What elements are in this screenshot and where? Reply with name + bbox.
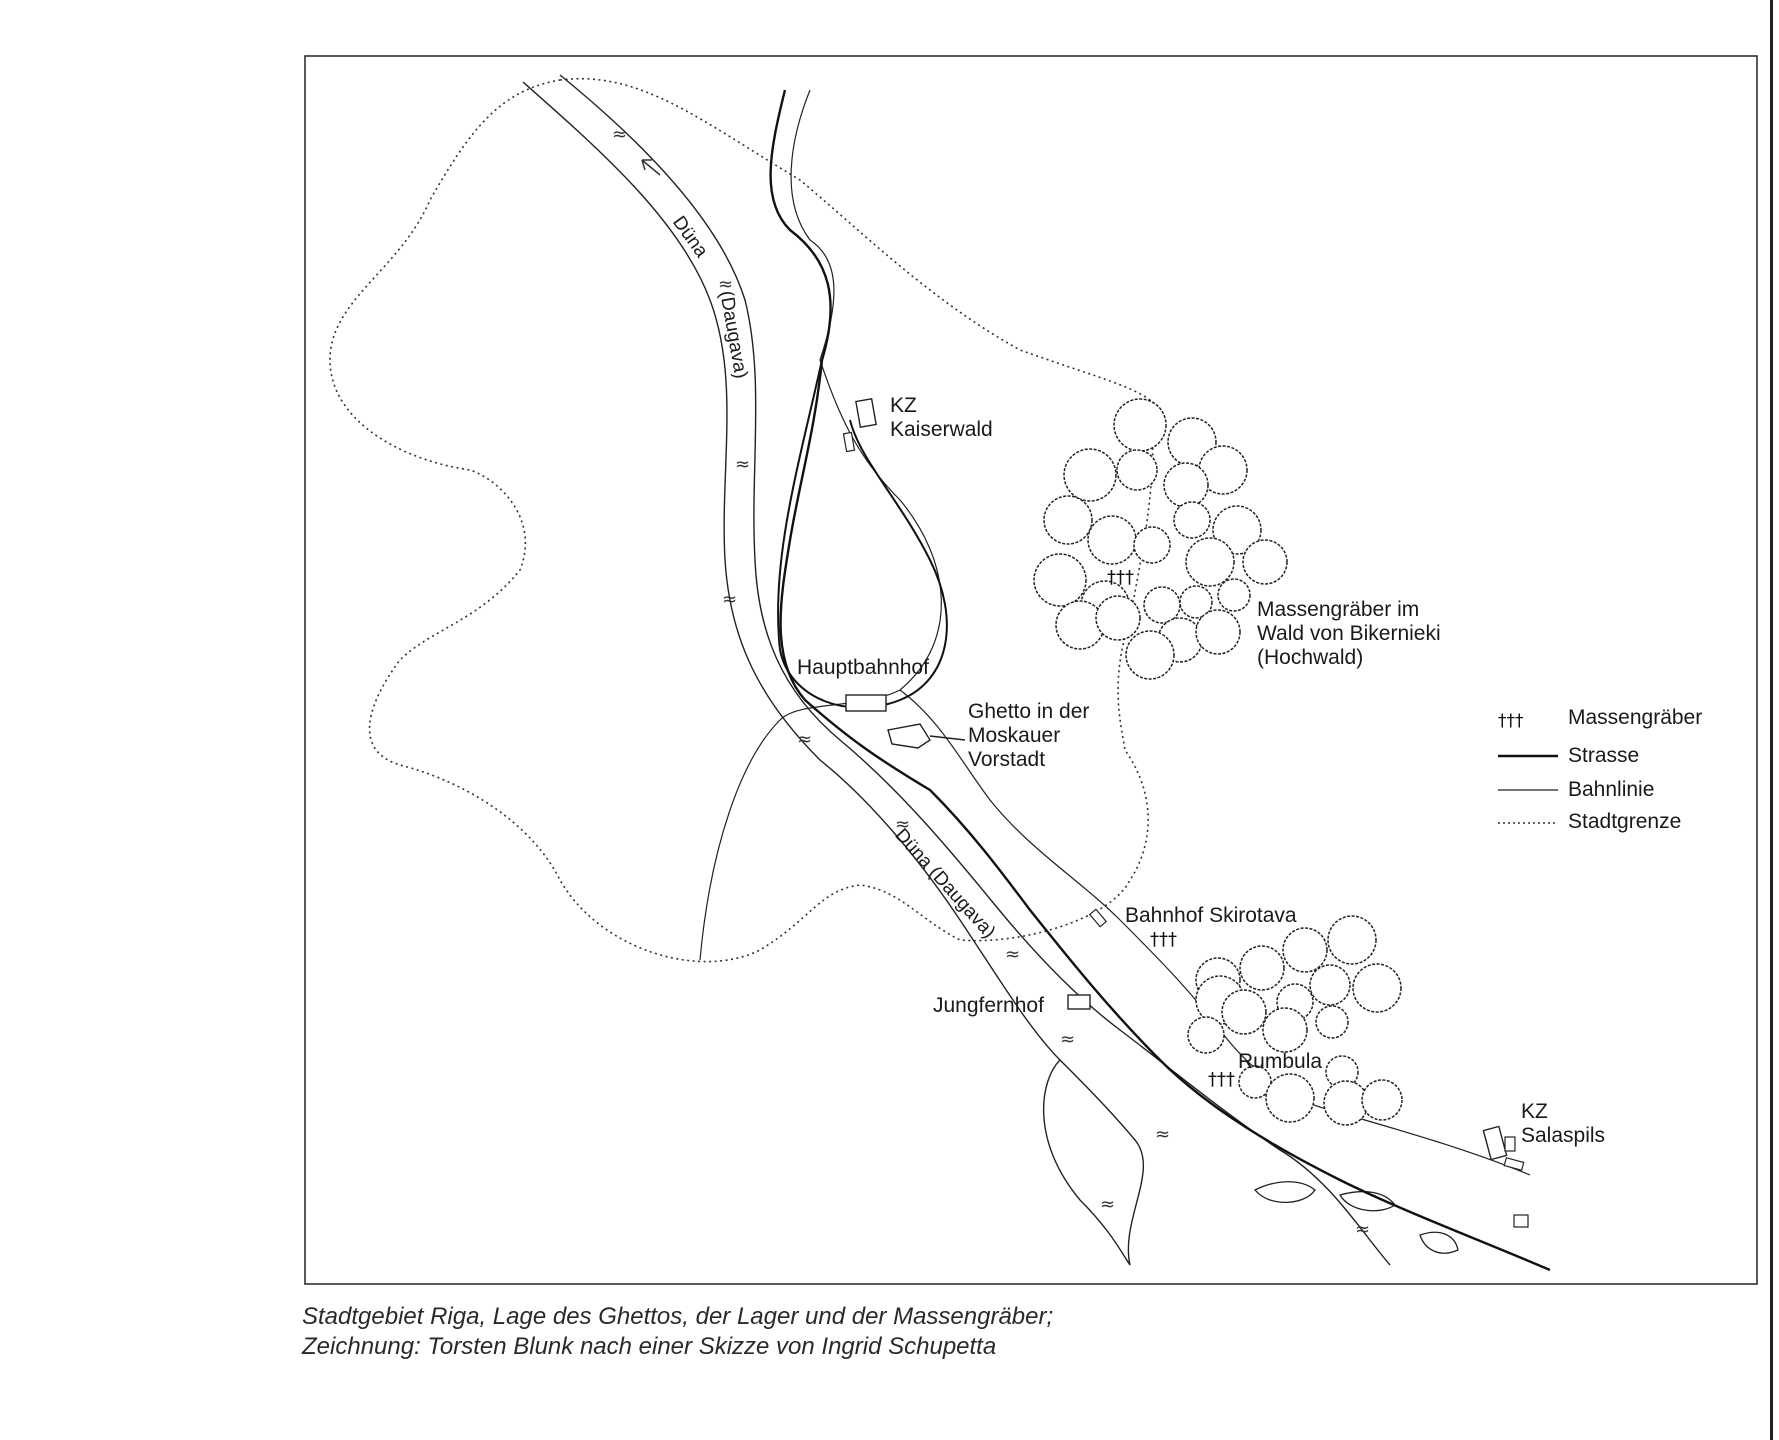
ghetto-leader-line [929,735,966,741]
page-edge [1770,0,1773,1440]
wave-icon: ≈ ≈ ≈ ≈ ≈ ≈ ≈ ≈ ≈ ≈ ≈ [612,124,1370,1240]
kz-salaspils-label-2: Salaspils [1521,1124,1605,1147]
svg-text:≈: ≈ [1005,944,1020,965]
station-marker [1088,908,1108,928]
bikernieki-label-2: Wald von Bikernieki [1257,622,1441,645]
svg-text:≈: ≈ [1355,1219,1370,1240]
svg-text:≈: ≈ [1060,1029,1075,1050]
map-figure: ≈ ≈ ≈ ≈ ≈ ≈ ≈ ≈ ≈ ≈ ≈ [304,55,1758,1285]
svg-text:†††: ††† [1150,929,1177,950]
kz-salaspils-building-south [1513,1214,1529,1228]
legend-mass-grave-icon: ††† [1498,711,1524,731]
map-legend: ††† Massengräber Strasse Bahnlinie Stadt… [1498,706,1702,833]
svg-text:≈: ≈ [722,589,737,610]
skirotava-label: Bahnhof Skirotava [1125,904,1297,927]
flow-arrow-icon [641,159,661,176]
kz-kaiserwald-building [855,397,877,429]
road-line [769,89,1551,1272]
station-marker [842,431,856,453]
station-marker [1503,1157,1525,1171]
legend-city-limit: Stadtgrenze [1568,810,1681,833]
map-canvas: ≈ ≈ ≈ ≈ ≈ ≈ ≈ ≈ ≈ ≈ ≈ [304,55,1758,1285]
railway-line [699,89,942,961]
svg-text:†††: ††† [1107,567,1134,588]
legend-mass-graves: Massengräber [1568,706,1702,729]
kz-kaiserwald-label-2: Kaiserwald [890,418,993,441]
tree-crown-icon [1187,915,1403,1126]
svg-text:≈: ≈ [1100,1194,1115,1215]
figure-caption: Stadtgebiet Riga, Lage des Ghettos, der … [302,1302,1602,1362]
svg-text:≈: ≈ [735,454,750,475]
cross-cluster-icon: ††† ††† ††† [1107,567,1235,1090]
jungfernhof-label: Jungfernhof [933,994,1044,1017]
bikernieki-label-1: Massengräber im [1257,598,1419,621]
bikernieki-label-3: (Hochwald) [1257,646,1363,669]
river-label-upper: Düna [668,212,712,261]
river-bank-west [522,81,1145,1266]
ghetto-label-3: Vorstadt [968,748,1045,771]
legend-road: Strasse [1568,744,1639,767]
map-border [304,55,1758,1285]
svg-text:≈: ≈ [797,729,812,750]
legend-railway: Bahnlinie [1568,778,1654,801]
river-label-lower: Düna (Daugava) [891,825,1000,943]
svg-text:≈: ≈ [895,814,910,835]
tree-crown-icon [1033,398,1288,680]
hauptbahnhof-building [845,694,887,712]
hauptbahnhof-label: Hauptbahnhof [797,656,929,679]
kz-salaspils-building-small [1504,1136,1516,1152]
river-island-1 [1253,1181,1316,1203]
kz-salaspils-building [1482,1125,1508,1161]
station-loop-road [777,359,948,709]
ghetto-label-1: Ghetto in der [968,700,1089,723]
svg-text:†††: ††† [1208,1069,1235,1090]
railway-line-southeast [899,689,1531,1176]
caption-line-2: Zeichnung: Torsten Blunk nach einer Skiz… [302,1333,997,1360]
svg-text:≈: ≈ [718,274,733,295]
rumbula-label: Rumbula [1238,1050,1322,1073]
ghetto-label-2: Moskauer [968,724,1060,747]
caption-line-1: Stadtgebiet Riga, Lage des Ghettos, der … [302,1303,1054,1330]
river-bank-east [559,74,1391,1266]
river-branch [1042,1059,1131,1266]
svg-text:≈: ≈ [612,124,627,145]
kz-kaiserwald-label-1: KZ [890,394,917,417]
river-island-3 [1419,1231,1459,1254]
city-limit-line [329,78,1154,963]
ghetto-area [887,723,931,749]
kz-salaspils-label-1: KZ [1521,1100,1548,1123]
svg-text:≈: ≈ [1155,1124,1170,1145]
jungfernhof-building [1067,994,1091,1010]
